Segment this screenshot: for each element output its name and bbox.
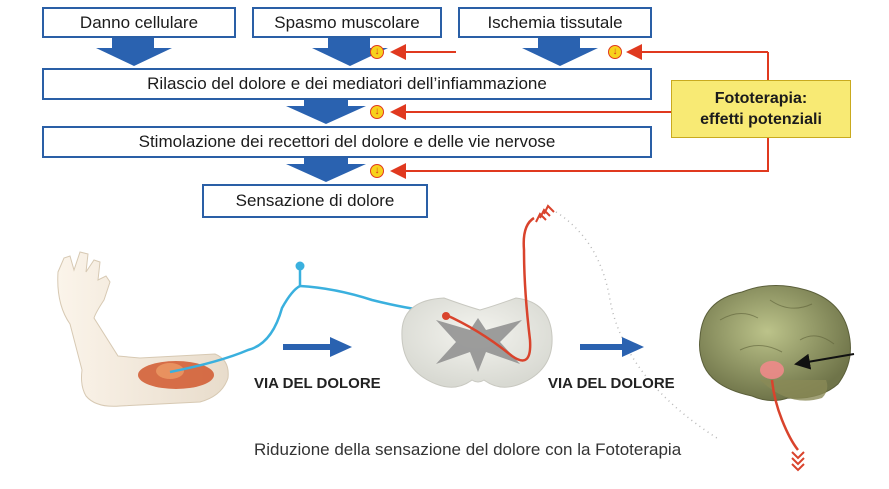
right-arrow-icon-2 — [580, 337, 644, 357]
flow-arrow-4 — [286, 100, 366, 124]
nerve-blue — [169, 284, 441, 374]
box-spasmo-muscolare-label: Spasmo muscolare — [274, 12, 420, 32]
flow-arrow-5 — [286, 158, 366, 182]
pathway-label-right: VIA DEL DOLORE — [548, 375, 675, 392]
box-danno-cellulare-label: Danno cellulare — [79, 12, 199, 32]
inhibition-lines — [390, 44, 769, 179]
fototerapia-title: Fototerapia: — [714, 90, 808, 107]
inhibit-icon-4: ↓ — [370, 164, 384, 178]
nerve-red — [443, 216, 535, 362]
spinal-cord-illustration — [401, 297, 553, 388]
brain-illustration — [699, 284, 851, 472]
box-spasmo-muscolare: Spasmo muscolare — [252, 7, 442, 38]
nerve-blue-terminal — [295, 261, 305, 271]
box-stimolazione-label: Stimolazione dei recettori del dolore e … — [138, 132, 556, 151]
flow-arrow-2 — [312, 38, 388, 66]
flow-arrow-1 — [96, 38, 172, 66]
pathway-label-left: VIA DEL DOLORE — [254, 375, 381, 392]
box-stimolazione-recettori: Stimolazione dei recettori del dolore e … — [42, 126, 652, 158]
right-arrow-icon-1 — [283, 337, 352, 357]
inhibit-icon-2: ↓ — [608, 45, 622, 59]
nerve-red-synapse — [442, 312, 450, 320]
box-sensazione-label: Sensazione di dolore — [235, 191, 395, 210]
fototerapia-subtitle: effetti potenziali — [700, 111, 822, 128]
nerve-red-endings-top — [535, 204, 555, 223]
box-sensazione-dolore: Sensazione di dolore — [202, 184, 428, 218]
caption: Riduzione della sensazione del dolore co… — [254, 440, 682, 459]
box-rilascio-mediatori: Rilascio del dolore e dei mediatori dell… — [42, 68, 652, 100]
fototerapia-box: Fototerapia: effetti potenziali — [671, 80, 851, 138]
arm-illustration — [57, 251, 229, 407]
brain-pointer-arrow — [794, 353, 855, 370]
inhibit-icon-1: ↓ — [370, 45, 384, 59]
dotted-path — [555, 211, 721, 441]
inhibit-icon-3: ↓ — [370, 105, 384, 119]
flow-arrow-3 — [522, 38, 598, 66]
box-danno-cellulare: Danno cellulare — [42, 7, 236, 38]
box-ischemia-tissutale: Ischemia tissutale — [458, 7, 652, 38]
box-rilascio-label: Rilascio del dolore e dei mediatori dell… — [147, 74, 547, 93]
box-ischemia-tissutale-label: Ischemia tissutale — [487, 12, 623, 32]
